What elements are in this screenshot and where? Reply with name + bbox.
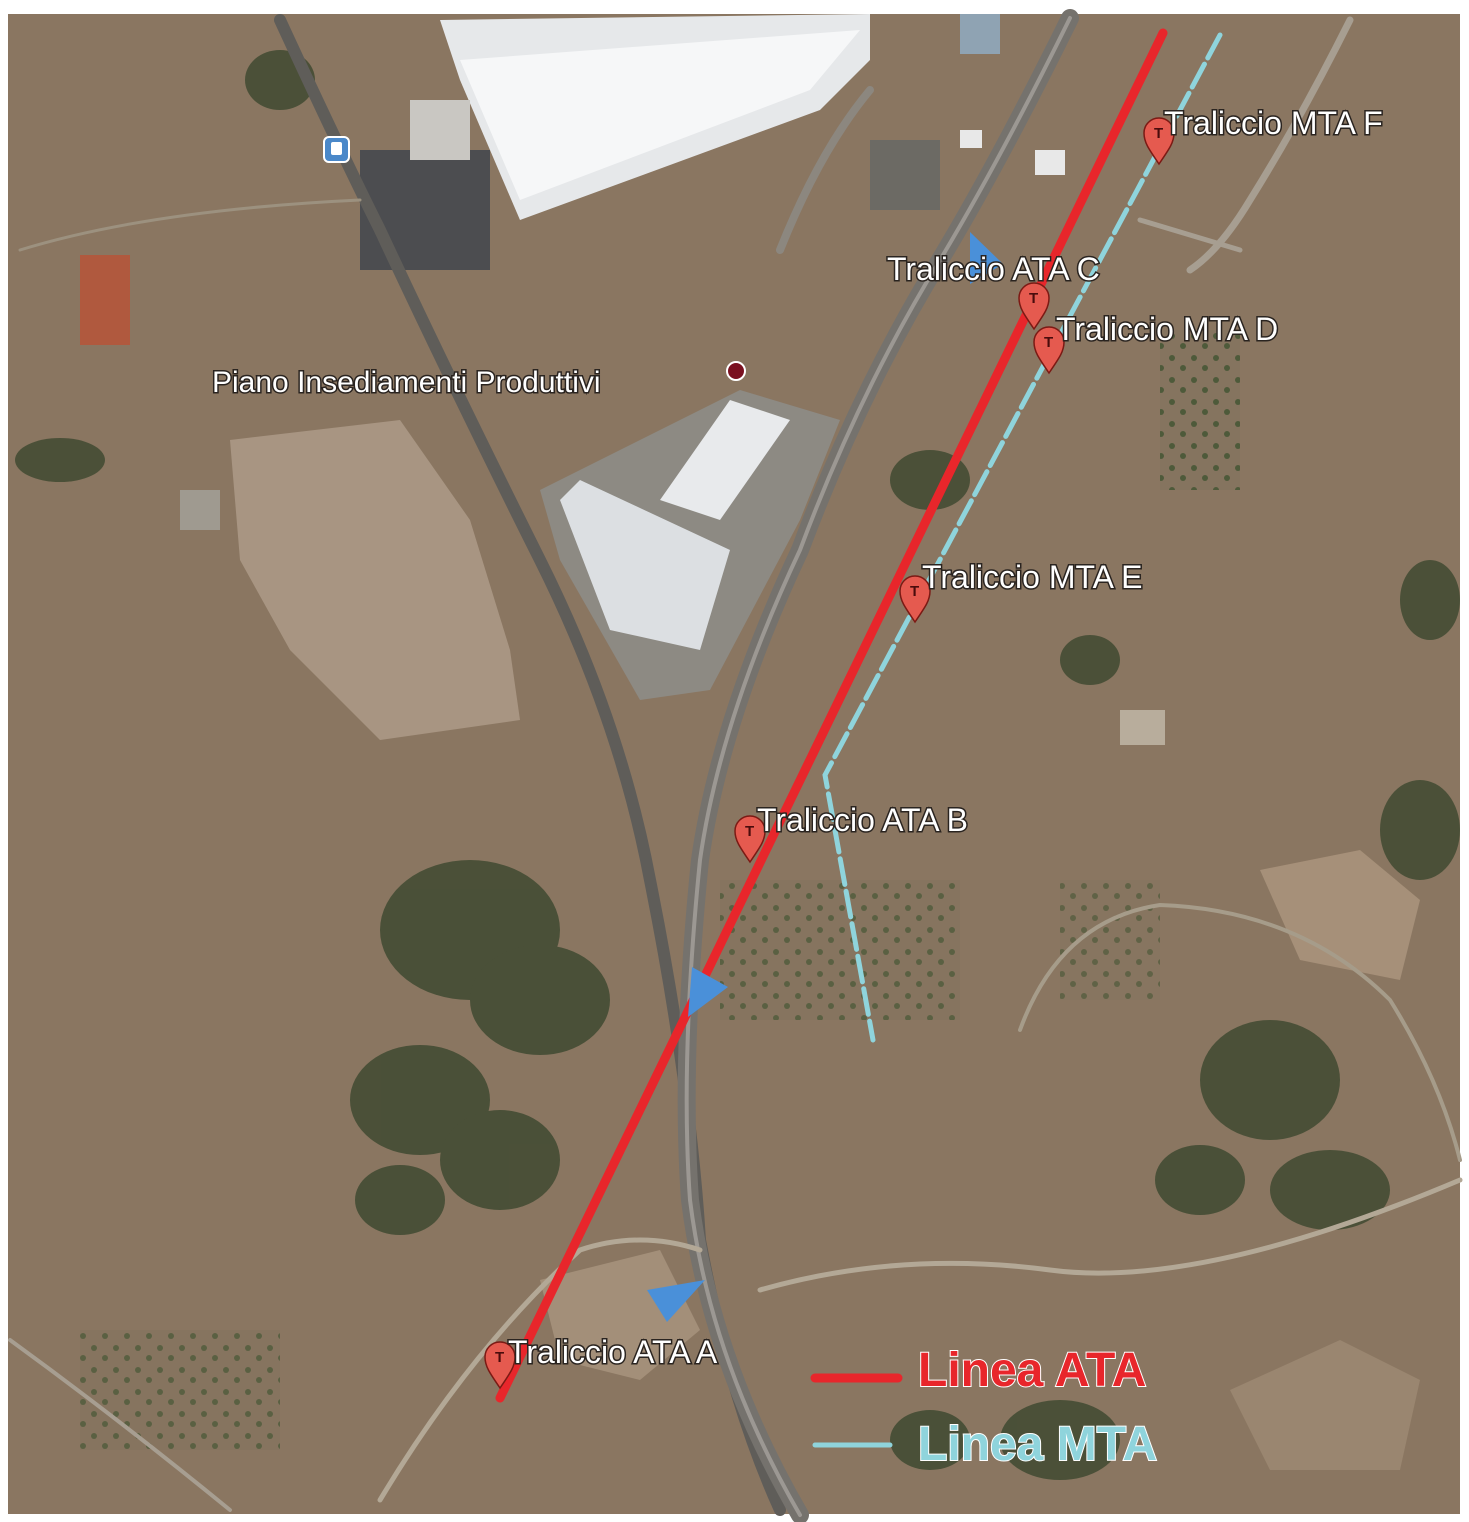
map-pin-icon: [1033, 326, 1065, 375]
farm-track-loop: [1018, 902, 1462, 1162]
field-light-west: [230, 420, 520, 740]
legend-ata-label: Linea ATA: [918, 1344, 1146, 1397]
poi-marker[interactable]: Piano Insediamenti Produttivi: [211, 361, 746, 401]
pin-glyph: T: [1029, 290, 1038, 307]
warehouse-top-roof: [460, 30, 860, 200]
service-road-diagonal: [1137, 217, 1243, 253]
pin-glyph: T: [910, 583, 919, 600]
direction-arrow-north: [970, 232, 1003, 284]
pin-label: Traliccio MTA D: [1056, 311, 1278, 347]
factory-roof-2: [560, 480, 730, 650]
pin-traliccio-ata-b[interactable]: T Traliccio ATA B: [734, 801, 970, 864]
map-pin-icon: [1143, 117, 1175, 166]
olive-grove-1: [1160, 330, 1240, 490]
terrain: [8, 14, 1460, 1514]
pin-traliccio-mta-e[interactable]: T Traliccio MTA E: [899, 558, 1144, 624]
pin-label: Traliccio MTA F: [1164, 105, 1383, 141]
pin-traliccio-ata-c[interactable]: T Traliccio ATA C: [886, 250, 1101, 331]
industrial-lot: [360, 150, 490, 270]
building-small-2: [960, 14, 1000, 54]
poi-label: Piano Insediamenti Produttivi: [212, 366, 601, 399]
field-light-east: [1260, 850, 1420, 980]
legend: Linea ATA Linea MTA: [810, 1343, 1158, 1472]
map-pin-icon: [1018, 282, 1050, 331]
building-small-3: [1035, 150, 1065, 175]
woodland: [15, 50, 1460, 1480]
pin-glyph: T: [1154, 125, 1163, 142]
service-road-north: [1186, 16, 1354, 274]
farm-track-nw: [18, 198, 362, 252]
pin-label: Traliccio MTA E: [922, 559, 1142, 595]
field-east-southwest: [1230, 1340, 1420, 1470]
pin-glyph: T: [1044, 334, 1053, 351]
direction-arrow-middle: [688, 967, 728, 1017]
pin-label: Traliccio ATA A: [508, 1334, 718, 1370]
pin-traliccio-mta-d[interactable]: T Traliccio MTA D: [1033, 310, 1280, 375]
map-pin-icon: [484, 1341, 516, 1390]
map-pin-icon: [899, 575, 931, 624]
access-road: [776, 86, 874, 254]
linea-ata-line: [495, 28, 1168, 1403]
bus-stop-icon-glyph: [331, 142, 342, 155]
farm-outbuilding: [180, 490, 220, 530]
roads: [8, 9, 1463, 1522]
pin-label: Traliccio ATA B: [757, 802, 968, 838]
depot: [870, 140, 940, 210]
farm-buildings: [80, 255, 130, 345]
farm-track-east: [757, 1177, 1463, 1293]
pin-traliccio-mta-f[interactable]: T Traliccio MTA F: [1143, 104, 1384, 166]
legend-mta-label: Linea MTA: [918, 1418, 1157, 1471]
building-small-4: [960, 130, 982, 148]
pin-glyph: T: [745, 823, 754, 840]
factory-roof-1: [660, 400, 790, 520]
field-light-south: [540, 1250, 700, 1380]
olive-grove-4: [1060, 880, 1160, 1000]
linea-mta-line: [822, 32, 1223, 1043]
poi-dot-icon: [726, 361, 746, 381]
pin-label: Traliccio ATA C: [887, 251, 1100, 287]
olive-grove-3: [80, 1330, 280, 1450]
pin-traliccio-ata-a[interactable]: T Traliccio ATA A: [484, 1333, 719, 1390]
map-pin-icon: [734, 815, 766, 864]
pin-glyph: T: [495, 1349, 504, 1366]
farm-east: [1120, 710, 1165, 745]
farm-track-west: [8, 1338, 232, 1512]
olive-grove-2: [720, 880, 960, 1020]
building-small-1: [410, 100, 470, 160]
direction-arrow-south: [647, 1280, 705, 1322]
